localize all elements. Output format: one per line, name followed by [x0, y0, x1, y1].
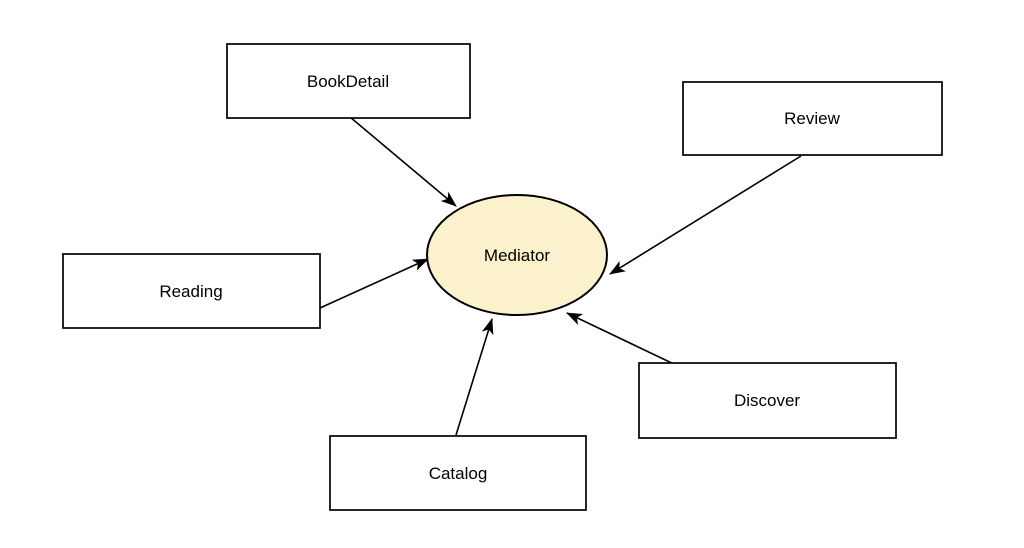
- edge-discover-to-mediator[interactable]: [566, 312, 679, 367]
- edge-reading-to-mediator[interactable]: [319, 258, 429, 309]
- node-reading-label: Reading: [159, 282, 222, 301]
- edge-bookdetail-to-mediator[interactable]: [349, 116, 457, 207]
- node-mediator-ellipse[interactable]: [426, 194, 608, 316]
- node-bookdetail-box[interactable]: [226, 43, 471, 119]
- node-mediator-label: Mediator: [484, 246, 550, 265]
- node-catalog-box[interactable]: [329, 435, 587, 511]
- node-mediator[interactable]: Mediator: [426, 194, 608, 316]
- edge-review-to-mediator[interactable]: [609, 155, 802, 275]
- node-bookdetail[interactable]: BookDetail: [226, 43, 471, 119]
- edge-catalog-to-mediator[interactable]: [455, 318, 494, 436]
- node-catalog[interactable]: Catalog: [329, 435, 587, 511]
- node-discover[interactable]: Discover: [638, 362, 897, 439]
- node-reading[interactable]: Reading: [62, 253, 321, 329]
- node-review[interactable]: Review: [682, 81, 943, 156]
- node-discover-box[interactable]: [638, 362, 897, 439]
- node-review-box[interactable]: [682, 81, 943, 156]
- node-bookdetail-label: BookDetail: [307, 72, 389, 91]
- node-reading-box[interactable]: [62, 253, 321, 329]
- node-discover-label: Discover: [734, 391, 800, 410]
- node-review-label: Review: [784, 109, 840, 128]
- node-catalog-label: Catalog: [429, 464, 488, 483]
